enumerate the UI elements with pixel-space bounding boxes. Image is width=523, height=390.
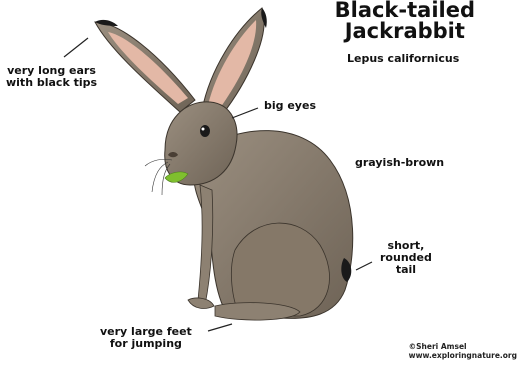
title-line-1: Black-tailed xyxy=(335,0,475,21)
label-feet: very large feet for jumping xyxy=(100,326,192,350)
page-title: Black-tailed Jackrabbit xyxy=(335,0,475,42)
feet-leader xyxy=(208,324,232,331)
eyes-leader xyxy=(232,108,258,118)
label-color: grayish-brown xyxy=(355,157,444,169)
scientific-name: Lepus californicus xyxy=(347,52,459,65)
label-eyes: big eyes xyxy=(264,100,316,112)
label-tail: short, rounded tail xyxy=(380,240,432,276)
label-ears: very long ears with black tips xyxy=(6,65,97,89)
title-line-2: Jackrabbit xyxy=(335,21,475,42)
ears-leader xyxy=(64,38,88,57)
eye-highlight xyxy=(202,128,205,131)
credit-author: ©Sheri Amsel xyxy=(409,342,517,351)
eye xyxy=(200,125,210,137)
credit-website: www.exploringnature.org xyxy=(409,351,517,360)
front-paw xyxy=(188,298,214,308)
tail-leader xyxy=(356,262,372,270)
credit: ©Sheri Amsel www.exploringnature.org xyxy=(409,342,517,360)
left-ear-inner xyxy=(108,32,188,104)
